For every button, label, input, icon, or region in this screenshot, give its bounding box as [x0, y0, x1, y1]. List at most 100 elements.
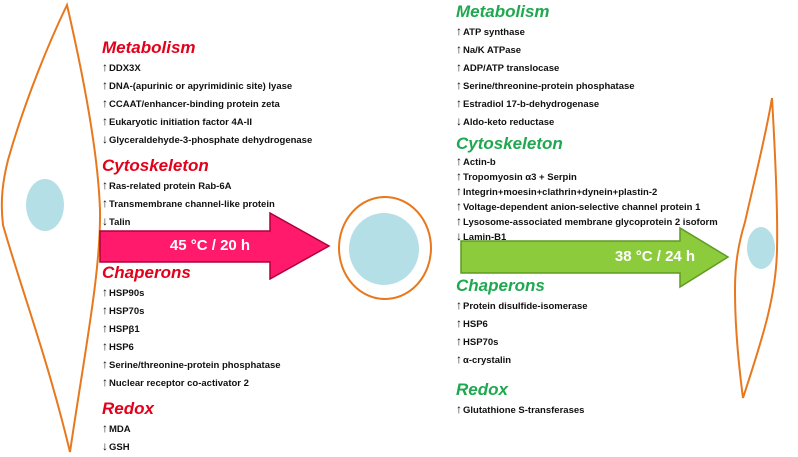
protein-item: ↑Protein disulfide-isomerase — [456, 296, 588, 314]
left-cytoskeleton-title: Cytoskeleton — [102, 156, 209, 175]
protein-item: ↑DDX3X — [102, 58, 312, 76]
up-arrow-icon: ↑ — [102, 303, 108, 317]
up-arrow-icon: ↑ — [456, 96, 462, 110]
up-arrow-icon: ↑ — [102, 196, 108, 210]
up-arrow-icon: ↑ — [102, 96, 108, 110]
protein-item: ↑Estradiol 17-b-dehydrogenase — [456, 94, 635, 112]
protein-name: HSP70s — [463, 337, 499, 348]
protein-name: HSP6 — [109, 342, 134, 353]
protein-name: HSP70s — [109, 306, 145, 317]
protein-name: ATP synthase — [463, 27, 525, 38]
right-metabolism-list: ↑ATP synthase↑Na/K ATPase↑ADP/ATP transl… — [456, 22, 635, 130]
protein-name: DDX3X — [109, 63, 141, 74]
protein-item: ↑HSP90s — [102, 283, 281, 301]
protein-name: GSH — [109, 442, 130, 453]
left-metabolism-section: Metabolism ↑DDX3X↑DNA-(apurinic or apyri… — [102, 38, 312, 148]
protein-item: ↓Glyceraldehyde-3-phosphate dehydrogenas… — [102, 130, 312, 148]
up-arrow-icon: ↑ — [456, 42, 462, 56]
protein-name: Estradiol 17-b-dehydrogenase — [463, 99, 600, 110]
up-arrow-icon: ↑ — [456, 316, 462, 330]
up-arrow-icon: ↑ — [456, 24, 462, 38]
protein-item: ↑Actin-b — [456, 154, 718, 169]
protein-name: ADP/ATP translocase — [463, 63, 560, 74]
up-arrow-icon: ↑ — [102, 421, 108, 435]
protein-name: Glyceraldehyde-3-phosphate dehydrogenase — [109, 135, 313, 146]
right-cytoskeleton-title: Cytoskeleton — [456, 134, 563, 153]
protein-name: HSP90s — [109, 288, 145, 299]
protein-name: HSPβ1 — [109, 324, 140, 335]
up-arrow-icon: ↑ — [456, 298, 462, 312]
up-arrow-icon: ↑ — [456, 334, 462, 348]
down-arrow-icon: ↓ — [456, 229, 462, 243]
right-metabolism-title: Metabolism — [456, 2, 550, 21]
protein-name: Lamin-B1 — [463, 232, 507, 243]
right-metabolism-section: Metabolism ↑ATP synthase↑Na/K ATPase↑ADP… — [456, 2, 635, 130]
down-arrow-icon: ↓ — [456, 114, 462, 128]
right-chaperons-section: Chaperons ↑Protein disulfide-isomerase↑H… — [456, 276, 588, 368]
protein-item: ↑HSP70s — [102, 301, 281, 319]
protein-name: α-crystalin — [463, 355, 512, 366]
protein-name: Serine/threonine-protein phosphatase — [463, 81, 635, 92]
protein-item: ↑ADP/ATP translocase — [456, 58, 635, 76]
up-arrow-icon: ↑ — [456, 169, 462, 183]
right-cytoskeleton-section: Cytoskeleton ↑Actin-b↑Tropomyosin α3 + S… — [456, 134, 718, 244]
protein-item: ↑Transmembrane channel-like protein — [102, 194, 275, 212]
nucleus-left — [26, 179, 64, 231]
protein-name: Serine/threonine-protein phosphatase — [109, 360, 281, 371]
up-arrow-icon: ↑ — [102, 78, 108, 92]
protein-item: ↑MDA — [102, 419, 154, 437]
protein-name: Eukaryotic initiation factor 4A-II — [109, 117, 253, 128]
heat-shock-arrow — [99, 211, 331, 281]
up-arrow-icon: ↑ — [456, 214, 462, 228]
protein-name: Glutathione S-transferases — [463, 405, 585, 416]
left-chaperons-title: Chaperons — [102, 263, 191, 282]
protein-item: ↑Serine/threonine-protein phosphatase — [102, 355, 281, 373]
heat-arrow-label: 45 °C / 20 h — [169, 237, 251, 254]
left-chaperons-list: ↑HSP90s↑HSP70s↑HSPβ1 ↑HSP6↑Serine/threoni… — [102, 283, 281, 391]
right-chaperons-list: ↑Protein disulfide-isomerase↑HSP6↑HSP70s… — [456, 296, 588, 368]
protein-name: Voltage-dependent anion-selective channe… — [463, 202, 701, 213]
protein-item: ↑Glutathione S-transferases — [456, 400, 584, 418]
protein-name: Actin-b — [463, 157, 496, 168]
protein-item: ↓Aldo-keto reductase — [456, 112, 635, 130]
protein-name: Transmembrane channel-like protein — [109, 199, 275, 210]
up-arrow-icon: ↑ — [102, 178, 108, 192]
protein-name: Aldo-keto reductase — [463, 117, 555, 128]
protein-item: ↑Eukaryotic initiation factor 4A-II — [102, 112, 312, 130]
protein-name: Tropomyosin α3 + Serpin — [463, 172, 577, 183]
protein-item: ↑Integrin+moesin+clathrin+dynein+plastin… — [456, 184, 718, 199]
protein-item: ↑HSP6 — [102, 337, 281, 355]
right-redox-list: ↑Glutathione S-transferases — [456, 400, 584, 418]
left-redox-list: ↑MDA↓GSH — [102, 419, 154, 455]
protein-name: CCAAT/enhancer-binding protein zeta — [109, 99, 280, 110]
left-metabolism-title: Metabolism — [102, 38, 196, 57]
protein-item: ↑DNA-(apurinic or apyrimidinic site) lya… — [102, 76, 312, 94]
left-redox-section: Redox ↑MDA↓GSH — [102, 399, 154, 455]
up-arrow-icon: ↑ — [456, 60, 462, 74]
up-arrow-icon: ↑ — [456, 184, 462, 198]
protein-item: ↑α-crystalin — [456, 350, 588, 368]
protein-item: ↑HSP6 — [456, 314, 588, 332]
up-arrow-icon: ↑ — [102, 60, 108, 74]
protein-name: Lysosome-associated membrane glycoprotei… — [463, 217, 718, 228]
protein-item: ↑Nuclear receptor co-activator 2 — [102, 373, 281, 391]
recovery-arrow — [460, 226, 730, 289]
left-metabolism-list: ↑DDX3X↑DNA-(apurinic or apyrimidinic sit… — [102, 58, 312, 148]
right-cytoskeleton-list: ↑Actin-b↑Tropomyosin α3 + Serpin↑Integri… — [456, 154, 718, 244]
up-arrow-icon: ↑ — [456, 199, 462, 213]
left-cytoskeleton-list: ↑Ras-related protein Rab-6A↑Transmembran… — [102, 176, 275, 230]
nucleus-right — [747, 227, 775, 269]
down-arrow-icon: ↓ — [102, 132, 108, 146]
protein-item: ↑Serine/threonine-protein phosphatase — [456, 76, 635, 94]
protein-name: Na/K ATPase — [463, 45, 522, 56]
up-arrow-icon: ↑ — [456, 352, 462, 366]
down-arrow-icon: ↓ — [102, 214, 108, 228]
protein-item: ↑HSP70s — [456, 332, 588, 350]
left-cytoskeleton-section: Cytoskeleton ↑Ras-related protein Rab-6A… — [102, 156, 275, 230]
protein-item: ↑CCAAT/enhancer-binding protein zeta — [102, 94, 312, 112]
protein-name: Talin — [109, 217, 131, 228]
protein-name: DNA-(apurinic or apyrimidinic site) lyas… — [109, 81, 293, 92]
right-redox-section: Redox ↑Glutathione S-transferases — [456, 380, 584, 418]
protein-name: HSP6 — [463, 319, 488, 330]
